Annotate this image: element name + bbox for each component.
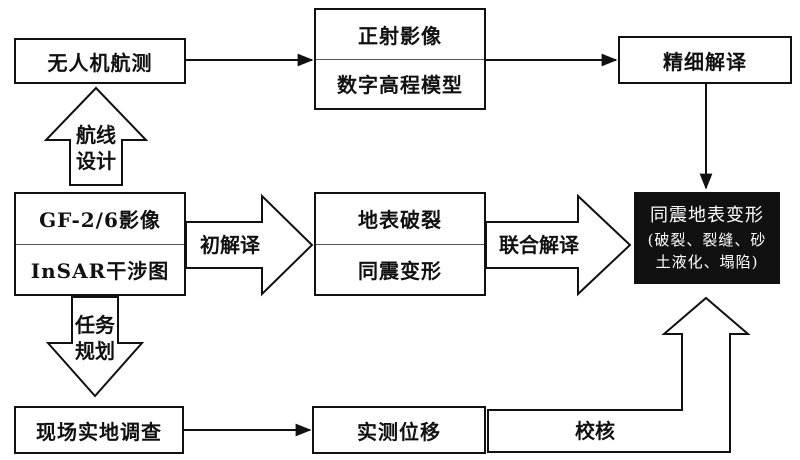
target-title: 同震地表变形 <box>650 205 764 226</box>
ortho-dem-box: 正射影像 数字高程模型 <box>314 8 486 110</box>
field-survey-box: 现场实地调查 <box>14 406 184 454</box>
fine-interp-box: 精细解译 <box>618 36 792 84</box>
source-image-box: GF-2/6影像 InSAR干涉图 <box>14 192 186 296</box>
verify-arrow <box>487 296 751 453</box>
joint-interp-arrow <box>485 193 632 297</box>
rupture-deformation-box: 地表破裂 同震变形 <box>314 192 486 296</box>
joint-interp-label: 联合解译 <box>499 233 579 257</box>
route-design-line2: 设计 <box>76 149 116 173</box>
initial-interp-label: 初解译 <box>200 233 260 257</box>
uav-survey-box: 无人机航测 <box>14 38 186 84</box>
coseismic-surface-deformation-box: 同震地表变形 (破裂、裂缝、砂 土液化、塌陷) <box>634 192 780 284</box>
field-survey-label: 现场实地调查 <box>36 419 162 444</box>
target-sub2: 土液化、塌陷) <box>655 253 759 271</box>
task-planning-line2: 规划 <box>75 339 115 363</box>
target-sub1: (破裂、裂缝、砂 <box>647 231 767 249</box>
measured-disp-label: 实测位移 <box>357 419 441 444</box>
task-planning-label: 任务 规划 <box>70 312 120 364</box>
dem-label: 数字高程模型 <box>337 73 463 98</box>
measured-disp-box: 实测位移 <box>312 406 486 454</box>
gf-image-label: GF-2/6影像 <box>16 194 184 245</box>
route-design-line1: 航线 <box>76 123 116 147</box>
coseismic-def-label: 同震变形 <box>358 258 442 283</box>
verify-label: 校核 <box>575 419 615 443</box>
fine-interp-label: 精细解译 <box>663 49 747 74</box>
insar-label: InSAR干涉图 <box>30 258 170 283</box>
route-design-arrow <box>43 86 149 186</box>
task-planning-line1: 任务 <box>75 313 115 337</box>
ortho-label: 正射影像 <box>316 10 484 60</box>
uav-survey-label: 无人机航测 <box>47 50 153 75</box>
route-design-label: 航线 设计 <box>72 122 120 174</box>
initial-interp-arrow <box>185 193 314 297</box>
surface-rupture-label: 地表破裂 <box>316 194 484 245</box>
task-planning-arrow <box>45 296 145 398</box>
